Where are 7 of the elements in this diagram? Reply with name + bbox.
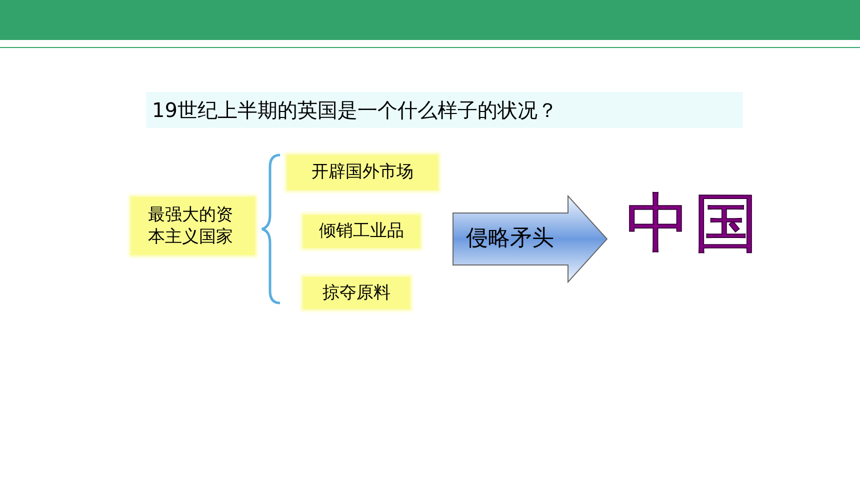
label-box: 掠夺原料: [303, 277, 410, 309]
block-arrow: 侵略矛头: [452, 195, 608, 283]
highlight-text: 中国: [626, 186, 762, 263]
label-box: 最强大的资本主义国家: [131, 197, 255, 255]
question-banner: 19世纪上半期的英国是一个什么样子的状况？: [146, 92, 743, 128]
label-box: 开辟国外市场: [287, 155, 438, 190]
label-box: 倾销工业品: [303, 215, 420, 248]
